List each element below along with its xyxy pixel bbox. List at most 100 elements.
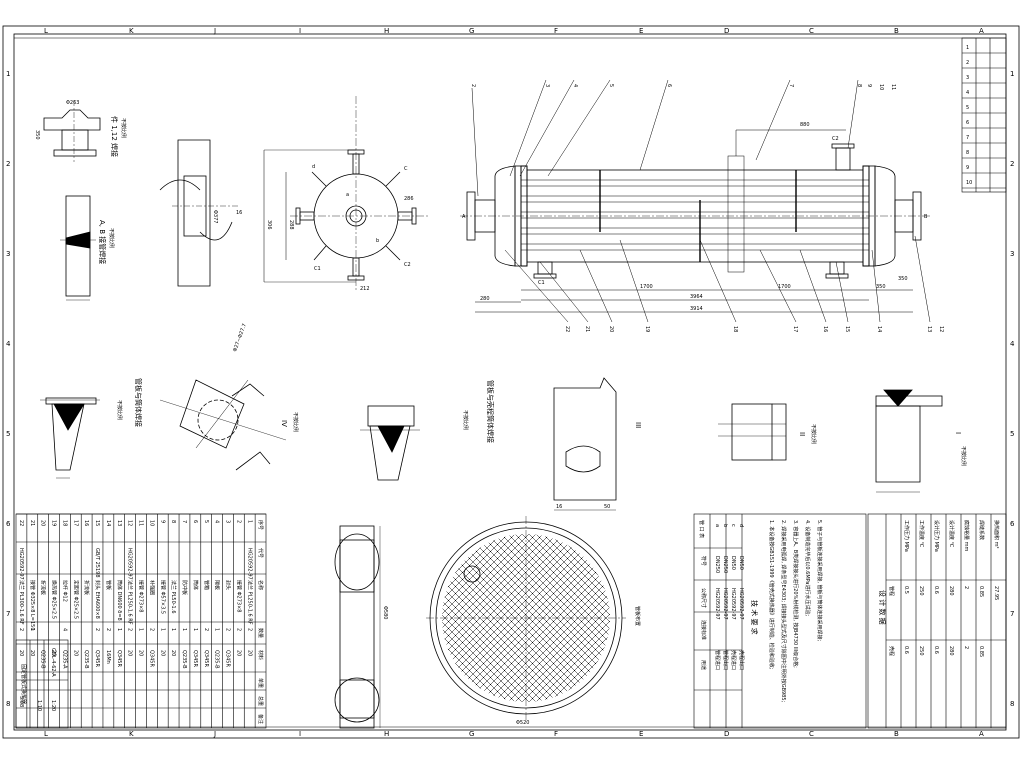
dd-cell: 0.6 <box>933 586 939 594</box>
bom-cell: 隔板 <box>214 580 221 590</box>
callout-top: 4 <box>572 84 578 87</box>
bom-cell: 15 <box>94 520 100 526</box>
bom-cell: 8 <box>170 520 176 523</box>
detail7-dim-50: 50 <box>604 504 610 510</box>
tubesheet-dim-580: Φ580 <box>382 606 388 619</box>
dd-cell: 焊缝系数 <box>978 520 985 540</box>
zone-label-left: 1 <box>6 70 10 78</box>
note-line: 4. 设备制造完毕后以0.6MPa进行水压试验; <box>804 520 811 616</box>
detail5-scale: 不按比例 <box>292 412 299 432</box>
hatch-line <box>512 534 610 702</box>
hatch-line <box>226 518 426 718</box>
side-nozzle-d: d <box>312 164 315 170</box>
zone-label-left: 7 <box>6 610 10 618</box>
zone-label-bottom: I <box>299 730 301 738</box>
detail7-dim-16: 16 <box>556 504 562 510</box>
detail8-scale: 不按比例 <box>810 424 817 444</box>
hatch-line <box>540 534 610 702</box>
bom-header: 代号 <box>257 548 264 558</box>
nozzle-a-label: A <box>462 214 466 220</box>
callout-bottom: 16 <box>822 326 828 332</box>
side-view <box>263 96 430 290</box>
callout-top: 8 <box>856 84 862 87</box>
bom-cell: 20 <box>29 650 35 656</box>
callout-top: 10 <box>878 84 884 90</box>
zone-label-left: 8 <box>6 700 10 708</box>
nozzle-cell: d <box>738 524 744 527</box>
zone-label-left: 3 <box>6 250 10 258</box>
nozzle-cell: b <box>722 524 728 527</box>
bom-cell: 18 <box>61 520 67 526</box>
hatch-line <box>512 534 610 702</box>
bom-cell: 2 <box>235 628 241 631</box>
bom-cell: 1 <box>116 628 122 631</box>
bom-cell: Q345R <box>148 650 154 667</box>
zone-label-right: 1 <box>1010 70 1014 78</box>
nozzle-header: 符号 <box>700 556 707 566</box>
side-nozzle-b: b <box>376 238 379 244</box>
detail4-scale: 不按比例 <box>116 400 123 420</box>
detail5-dim: Φ27~Φ27.7 <box>232 323 248 353</box>
callout-top: 5 <box>608 84 614 87</box>
dd-cell: 250 <box>918 586 924 596</box>
nozzle-header: 公称尺寸 <box>700 588 707 608</box>
bom-cell: 1 <box>181 628 187 631</box>
bom-cell: 17 <box>72 520 78 526</box>
side-dim-288: 288 <box>288 220 294 230</box>
nozzle-table: 管 口 表符号公称尺寸连接标准用途aDN250HG20592-97管程进口bDN… <box>698 520 745 670</box>
bom-cell: GB/T 25198 <box>94 548 100 578</box>
bom-cell: 封头 <box>225 580 232 590</box>
nozzle-cell: HG20592-97 <box>714 588 720 620</box>
hatch-line <box>526 534 610 702</box>
nozzle-c1-label: C1 <box>538 280 545 286</box>
bom-cell: 法兰 PL50-1.6 <box>170 580 177 614</box>
side-dim-306: 306 <box>266 220 272 230</box>
dim-3964: 3964 <box>690 294 703 300</box>
dd-cell: 250 <box>918 646 924 656</box>
callout-bottom: 14 <box>876 326 882 332</box>
rev-cell: 10 <box>966 180 972 186</box>
bom-cell: 16Mn <box>105 650 111 664</box>
detail-channel-section <box>159 139 238 287</box>
detail4-caption: 管板与筒体焊接 <box>134 378 143 427</box>
bom-cell: 接管 Φ273×8 <box>235 580 242 612</box>
bom-cell: 20 <box>72 650 78 656</box>
nozzle-cell: DN50 <box>738 556 744 570</box>
title-block <box>15 639 69 729</box>
bom-cell: Q235-B <box>83 650 89 669</box>
zone-label-top: K <box>129 27 134 35</box>
zone-label-right: 7 <box>1010 610 1014 618</box>
bom-cell: 防冲板 <box>181 580 188 595</box>
bom-cell: 2 <box>18 628 24 631</box>
bom-cell: 拉杆 Φ12 <box>61 580 68 602</box>
zone-label-bottom: A <box>979 730 984 738</box>
bom-cell: 1 <box>192 628 198 631</box>
bom-cell: Q235-B <box>181 650 187 669</box>
bom-cell: 接管 Φ273×8 <box>138 580 145 612</box>
side-nozzle-a: a <box>346 192 349 198</box>
notes-block <box>693 513 867 729</box>
zone-label-right: 3 <box>1010 250 1014 258</box>
zone-label-right: 2 <box>1010 160 1014 168</box>
hatch-line <box>519 534 610 702</box>
callout-bottom: 15 <box>844 326 850 332</box>
bom-cell: 5.08 <box>18 696 24 707</box>
callout-bottom: 18 <box>732 326 738 332</box>
zone-label-top: F <box>554 27 558 35</box>
side-nozzle-c2: C2 <box>404 262 411 268</box>
bom-cell: 1 <box>246 520 252 523</box>
zone-label-top: E <box>639 27 643 35</box>
detail-ii-tube-joint <box>718 403 787 461</box>
title-scale: 1:10 <box>36 700 42 711</box>
hatch-line <box>442 534 448 702</box>
zone-label-bottom: F <box>554 730 558 738</box>
bom-cell: 5 <box>203 520 209 523</box>
bom-cell: 9 <box>159 520 165 523</box>
bom-cell: 1 <box>170 628 176 631</box>
bom-cell: 22 <box>18 520 24 526</box>
nozzle-cell: 管程出口 <box>722 650 729 670</box>
bom-cell: 20 <box>40 520 46 526</box>
dd-cell: 腐蚀裕量 mm <box>963 520 970 551</box>
dd-cell: 0.6 <box>903 646 909 654</box>
